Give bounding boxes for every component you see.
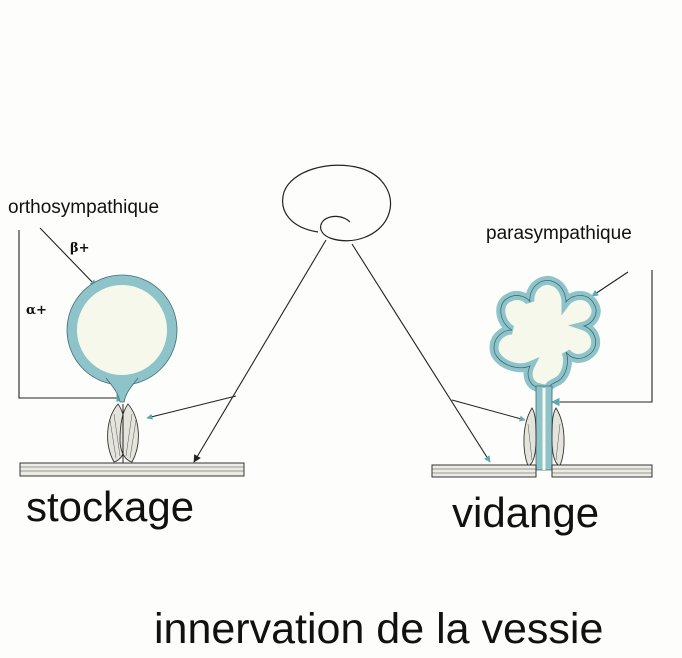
nerve-branch-right: [451, 399, 526, 422]
nerve-branch-left: [146, 395, 237, 420]
nerve-to-sphincter-left: [193, 239, 327, 463]
parasympathetic-nerve-line: [556, 270, 653, 403]
alpha-receptor-label: α+: [26, 303, 47, 318]
storage-label: stockage: [26, 483, 195, 530]
pelvic-floor-right: [431, 464, 653, 478]
voiding-bladder: [489, 270, 653, 471]
central-nerve-lines: [146, 239, 526, 463]
beta-receptor-label: β+: [70, 241, 90, 256]
brain-shape: [282, 164, 392, 242]
alpha-nerve-line: [18, 230, 118, 399]
pelvic-floor-left: [19, 462, 245, 477]
parasympathetic-label: parasympathique: [486, 223, 632, 244]
beta-nerve-line: [39, 227, 97, 287]
nerve-to-sphincter-right: [351, 243, 491, 463]
voiding-label: vidange: [452, 489, 600, 536]
diagram-title: innervation de la vessie: [154, 605, 604, 653]
storage-bladder: [18, 227, 178, 468]
sympathetic-label: orthosympathique: [8, 197, 160, 218]
